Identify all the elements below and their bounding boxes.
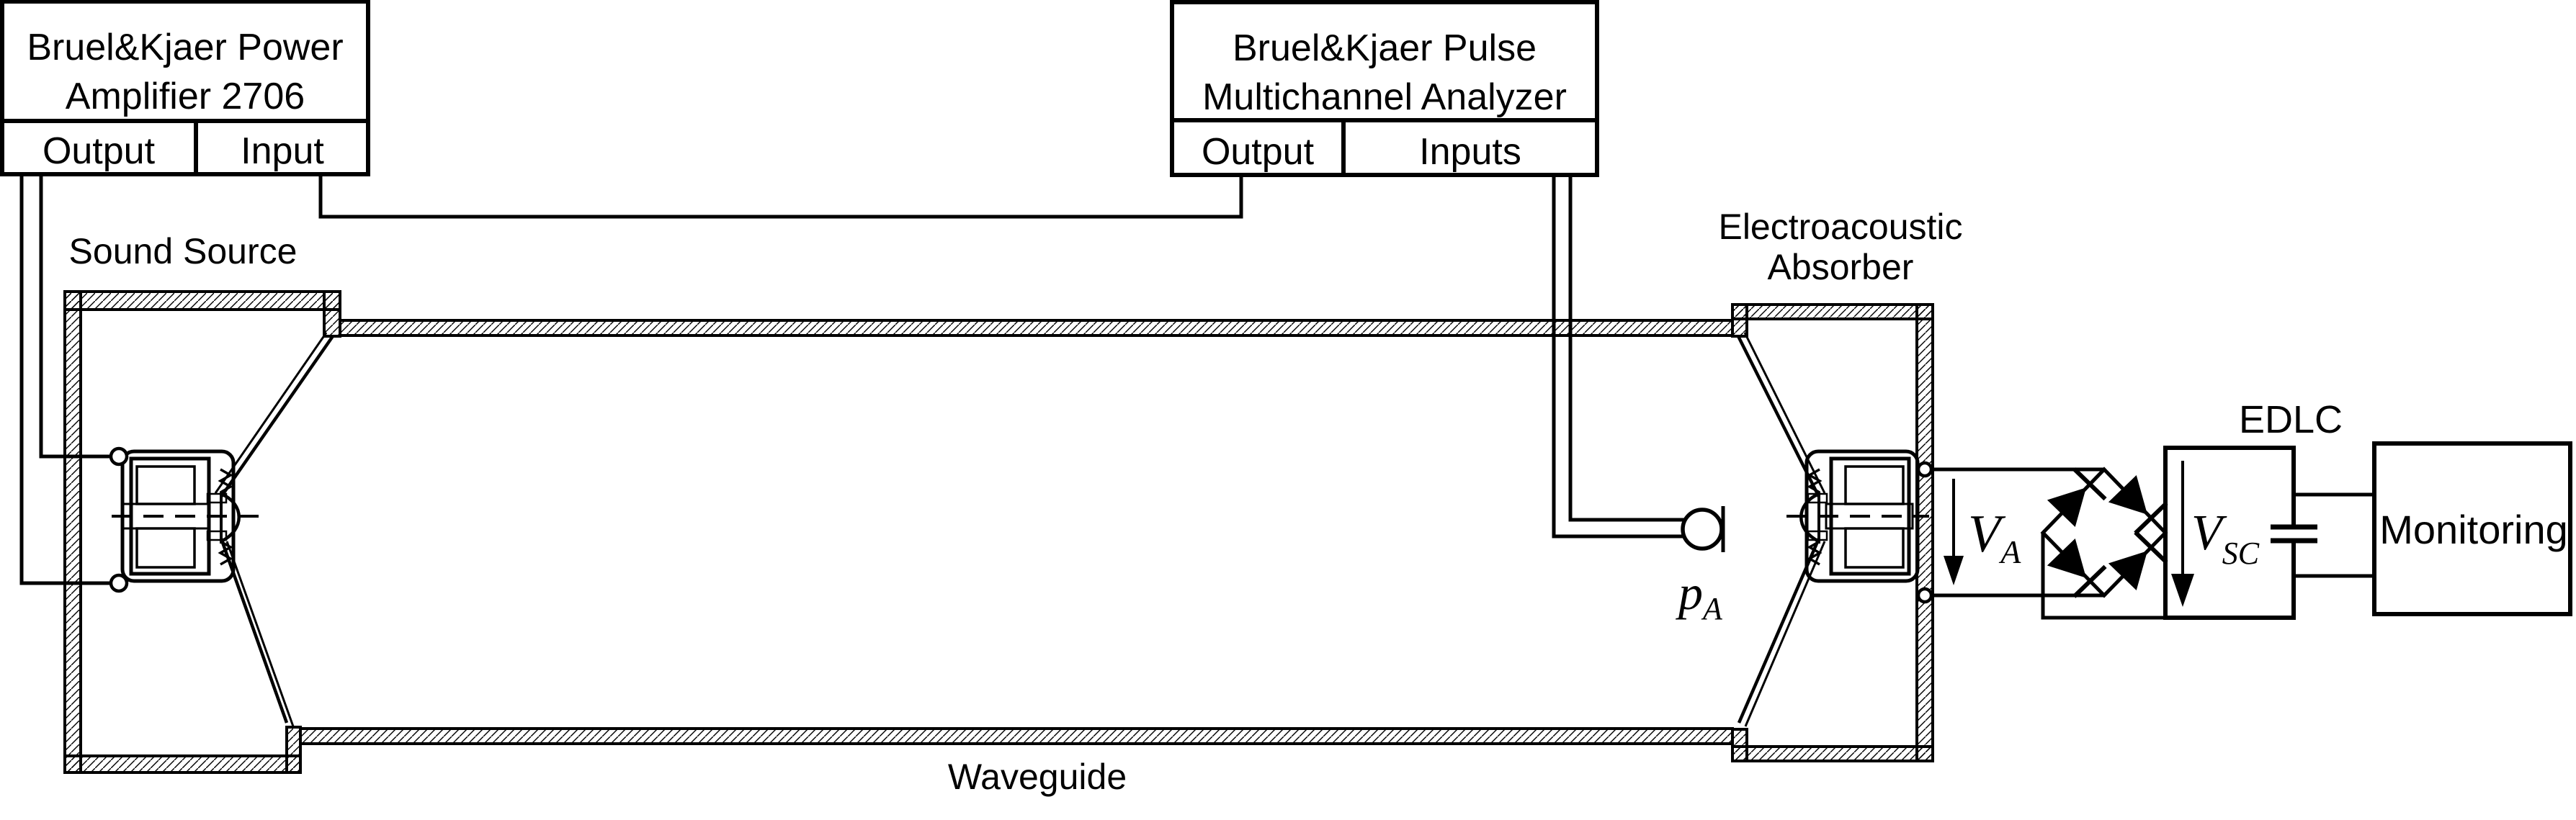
pulse-analyzer-box: Bruel&Kjaer Pulse Multichannel Analyzer …: [1170, 0, 1599, 177]
magnet-slab-bottom: [1844, 527, 1905, 569]
analyzer-title-line2: Multichannel Analyzer: [1202, 76, 1567, 118]
power-amplifier-box: Bruel&Kjaer Power Amplifier 2706 Output …: [0, 0, 370, 176]
cone-top-inner: [214, 332, 328, 494]
absorber-voltage-label: VA: [1968, 505, 2021, 570]
right-enclosure-bottom-wall: [1731, 745, 1934, 762]
diode-bottom-to-right: [2108, 531, 2168, 591]
right-enclosure-bottom-baffle-step: [1731, 728, 1748, 762]
monitoring-outline: [2372, 441, 2572, 616]
sound-source-label: Sound Source: [69, 231, 298, 271]
absorber-terminal-minus: [1916, 587, 1933, 604]
sound-source-speaker-icon: [109, 332, 334, 727]
cone-bottom-outer: [1737, 538, 1821, 724]
mic-pressure-label: pA: [1676, 565, 1723, 626]
amplifier-output-port-label: Output: [43, 130, 156, 172]
bridge-dc-minus-wire: [2041, 533, 2165, 620]
supercap-voltage-arrow: [2171, 461, 2194, 607]
source-terminal-plus: [109, 446, 129, 467]
right-enclosure-top-wall: [1731, 303, 1934, 320]
mic-wire-outer: [1552, 175, 1684, 539]
analyzer-outline: [1170, 0, 1599, 177]
left-enclosure-bottom-wall: [63, 754, 302, 774]
microphone-icon: [1681, 506, 1725, 552]
diode-bridge-rectifier-icon: [2040, 467, 2168, 598]
left-enclosure-top-wall: [63, 290, 341, 311]
waveguide-bottom-wall: [299, 727, 1734, 745]
cone-top-inner: [1743, 332, 1826, 494]
amplifier-title-line2: Amplifier 2706: [66, 76, 305, 117]
amplifier-input-port-label: Input: [241, 130, 324, 172]
amp-output-wire-upper: [39, 174, 111, 459]
left-enclosure-top-baffle-step: [323, 290, 341, 338]
absorber-voltage-arrow: [1944, 479, 1964, 585]
analyzer-title-line1: Bruel&Kjaer Pulse: [1233, 27, 1537, 69]
magnet-slab-top: [135, 465, 196, 505]
source-terminal-minus: [109, 573, 129, 593]
amplifier-title-line1: Bruel&Kjaer Power: [27, 27, 343, 68]
cone-bottom-inner: [1744, 541, 1826, 727]
magnet-slab-top: [1844, 465, 1905, 505]
bridge-diamond: [2040, 467, 2168, 598]
cone-top-outer: [1736, 335, 1821, 498]
diode-left-to-bottom: [2047, 538, 2107, 598]
cone-bottom-outer: [219, 538, 289, 724]
mic-wire-inner: [1568, 175, 1685, 522]
waveguide-label: Waveguide: [948, 757, 1127, 797]
magnet-slab-bottom: [135, 527, 196, 569]
microphone-capsule: [1681, 508, 1724, 551]
right-enclosure-top-baffle-step: [1731, 303, 1748, 338]
cone-bottom-inner: [225, 541, 295, 727]
supercap-voltage-label: VSC: [2191, 505, 2260, 571]
absorber-speaker-icon: [1736, 332, 1929, 727]
absorber-terminal-plus: [1916, 461, 1933, 478]
left-enclosure-left-wall: [63, 290, 82, 774]
waveguide-top-wall: [339, 319, 1734, 337]
edlc-supercapacitor: [2163, 446, 2317, 620]
analyzer-inputs-port-label: Inputs: [1419, 131, 1521, 173]
left-enclosure-bottom-baffle-step: [285, 726, 302, 774]
diode-left-to-top: [2047, 467, 2107, 528]
amp-output-wire-lower: [19, 174, 111, 585]
absorber-label-line2: Absorber: [1768, 247, 1914, 287]
monitoring-box: Monitoring: [2372, 441, 2572, 616]
edlc-label: EDLC: [2239, 398, 2343, 441]
amplifier-outline: [0, 0, 370, 176]
monitoring-label: Monitoring: [2379, 507, 2567, 552]
absorber-label-line1: Electroacoustic: [1718, 207, 1962, 247]
speaker-magnet: [129, 456, 211, 576]
voice-coil-winding-bottom: [206, 530, 228, 541]
signal-wires: [19, 174, 2374, 620]
amp-input-to-analyzer-output-wire: [318, 174, 1243, 219]
cone-top-outer: [220, 335, 334, 498]
analyzer-output-port-label: Output: [1202, 131, 1315, 173]
capacitor-gap: [2288, 529, 2299, 539]
diode-top-to-right: [2108, 474, 2168, 535]
waveguide-walls: [63, 290, 1934, 774]
